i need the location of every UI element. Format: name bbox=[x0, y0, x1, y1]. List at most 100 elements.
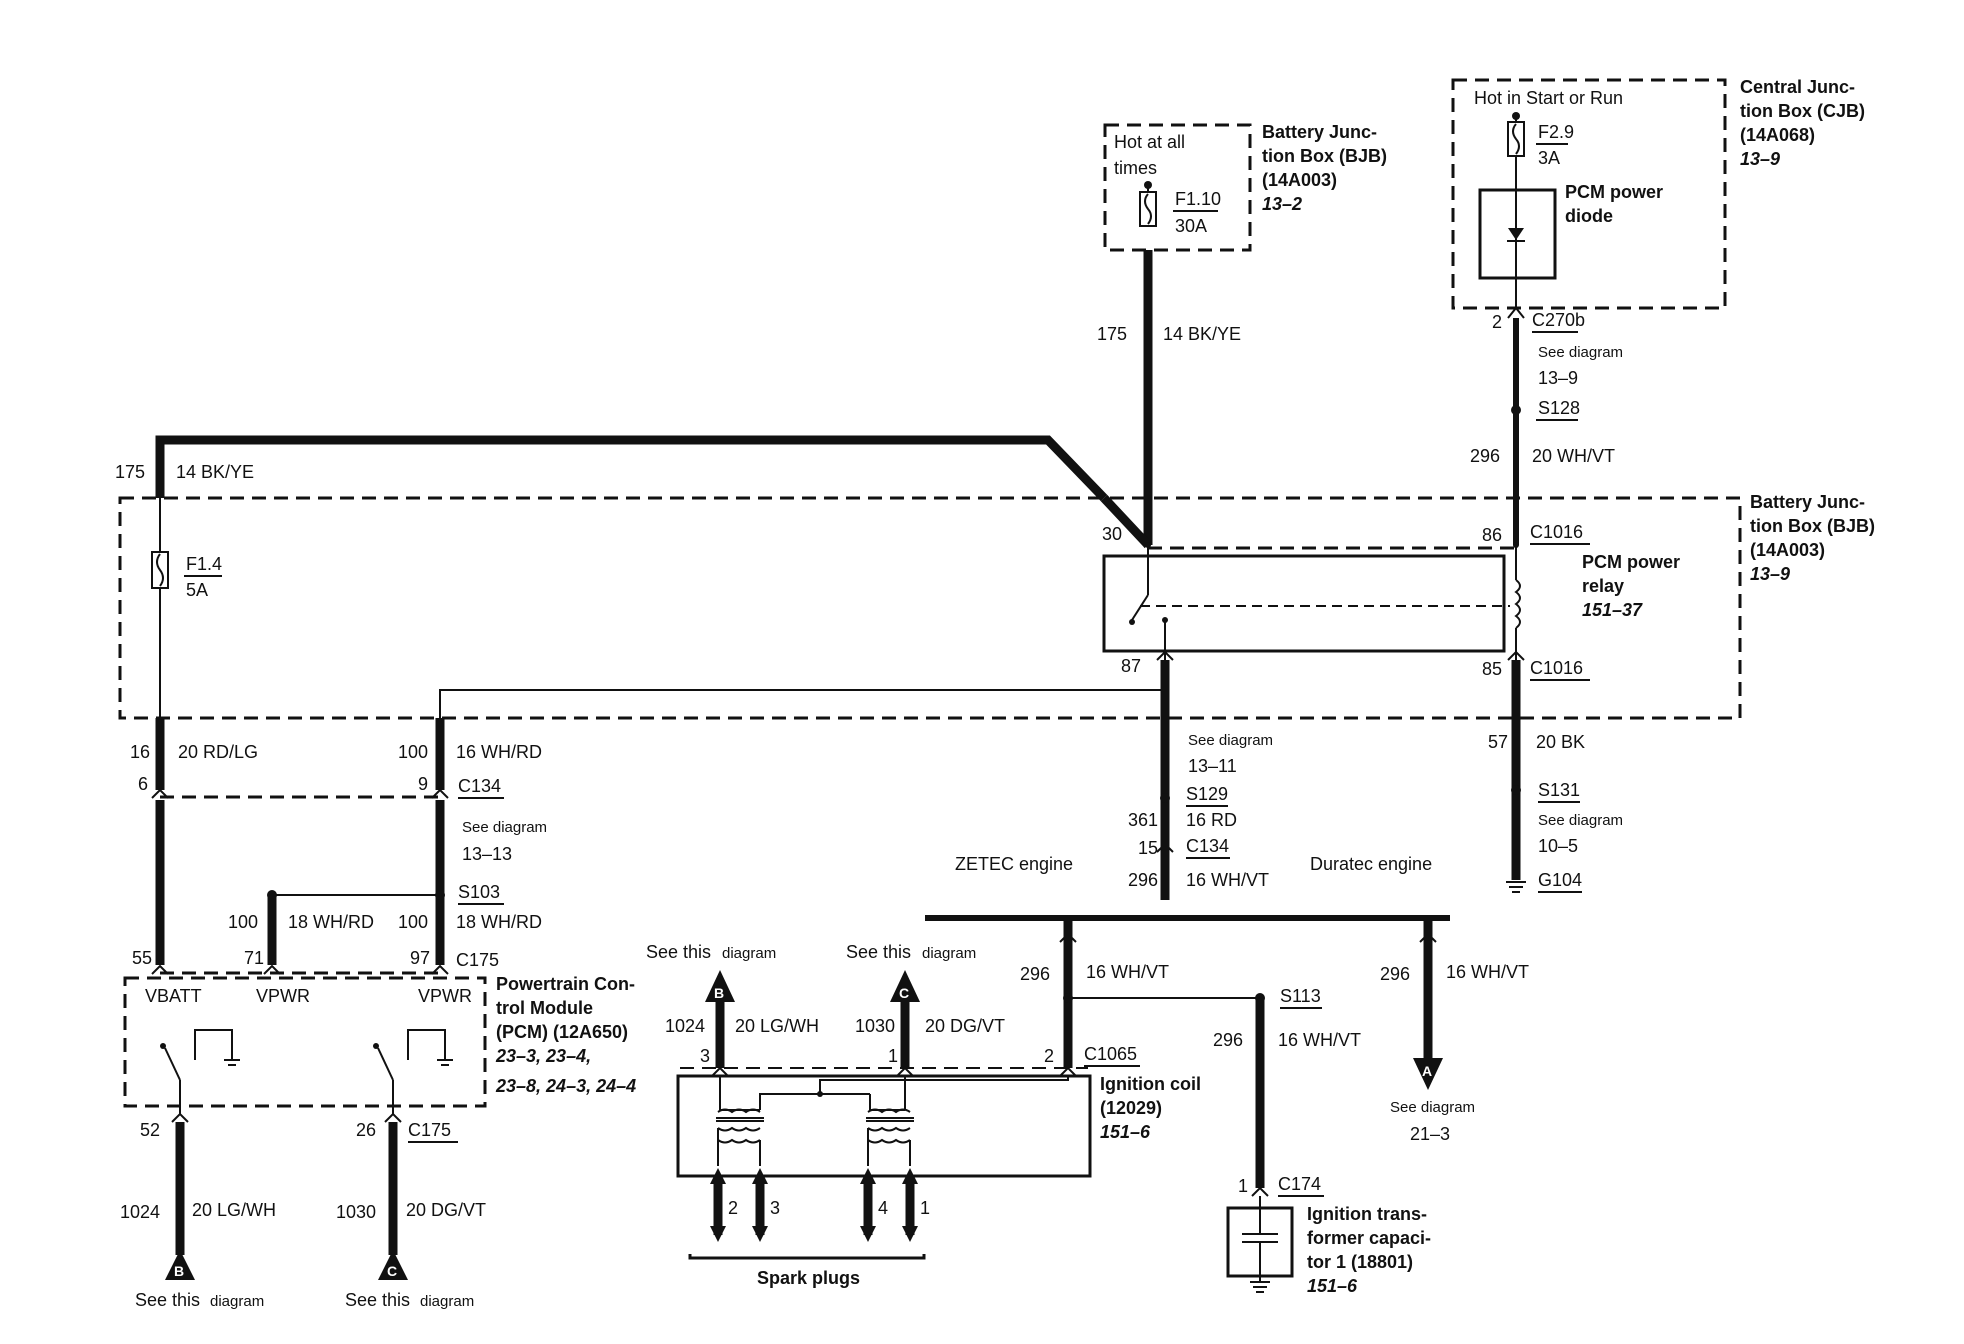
c174-pin: 1 bbox=[1238, 1176, 1248, 1196]
pcm-power-diode-body bbox=[1478, 188, 1557, 280]
wire-100b-gauge: 18 WH/RD bbox=[288, 912, 374, 932]
wire-296-duratec-circuit: 296 bbox=[1380, 964, 1410, 984]
connector-b-top-see: See this bbox=[646, 942, 711, 962]
s113-label: S113 bbox=[1280, 986, 1321, 1006]
wire-175-left-circuit: 175 bbox=[115, 462, 145, 482]
bjb-top-title: Battery Junc- bbox=[1262, 122, 1377, 142]
coil-ref: 151–6 bbox=[1100, 1122, 1151, 1142]
relay-title: PCM power bbox=[1582, 552, 1680, 572]
relay-pin-85: 85 bbox=[1482, 659, 1502, 679]
s128-label: S128 bbox=[1538, 398, 1580, 418]
c270b-pin: 2 bbox=[1492, 312, 1502, 332]
cjb-ref: 13–9 bbox=[1740, 149, 1780, 169]
g104-label: G104 bbox=[1538, 870, 1582, 890]
wire-296-cap-gauge: 16 WH/VT bbox=[1278, 1030, 1361, 1050]
pcm-vpwr1-label: VPWR bbox=[256, 986, 310, 1006]
pcm-switch-1-icon bbox=[164, 1047, 181, 1081]
cjb-hot-label: Hot in Start or Run bbox=[1474, 88, 1623, 108]
c175-bot-pin26: 26 bbox=[356, 1120, 376, 1140]
spark-plugs-label: Spark plugs bbox=[757, 1268, 860, 1288]
c134-mid-pin: 15 bbox=[1138, 838, 1158, 858]
pcm-title-2: trol Module bbox=[496, 998, 593, 1018]
pcm-vpwr2-label: VPWR bbox=[418, 986, 472, 1006]
connector-c-bottom-diagram: diagram bbox=[420, 1293, 474, 1310]
relay-ref: 151–37 bbox=[1582, 600, 1643, 620]
relay-switch-icon bbox=[1131, 594, 1149, 621]
bjb-top-title-2: tion Box (BJB) bbox=[1262, 146, 1387, 166]
connector-b-bottom-arrow-icon bbox=[165, 1250, 195, 1280]
fuse-f1-10-name: F1.10 bbox=[1175, 189, 1221, 209]
spark-plug-3-label: 3 bbox=[770, 1198, 780, 1218]
see-13-9-label: See diagram bbox=[1538, 344, 1623, 361]
pcm-vbatt-label: VBATT bbox=[145, 986, 202, 1006]
c175-top-pin55: 55 bbox=[132, 948, 152, 968]
pcm-ref-2: 23–8, 24–3, 24–4 bbox=[495, 1076, 636, 1096]
diode-icon bbox=[1508, 228, 1524, 240]
wire-1024-bot-circuit: 1024 bbox=[120, 1202, 160, 1222]
connector-a-see: See diagram bbox=[1390, 1099, 1475, 1116]
wire-1030-top-gauge: 20 DG/VT bbox=[925, 1016, 1005, 1036]
zetec-engine-label: ZETEC engine bbox=[955, 854, 1073, 874]
see-13-11-num: 13–11 bbox=[1188, 756, 1237, 776]
see-13-13-num: 13–13 bbox=[462, 844, 512, 864]
connector-a-arrow-icon bbox=[1413, 1058, 1443, 1090]
bjb-main-ref: 13–9 bbox=[1750, 564, 1790, 584]
relay-pin-86: 86 bbox=[1482, 525, 1502, 545]
ignition-coil: Ignition coil (12029) 151–6 bbox=[676, 1067, 1201, 1178]
bjb-top-box: Hot at all times F1.10 30A Battery Junc-… bbox=[1103, 122, 1387, 252]
c1065-pin1: 1 bbox=[888, 1046, 898, 1066]
fuse-f1-4-rating: 5A bbox=[186, 580, 208, 600]
wire-175-left-gauge: 14 BK/YE bbox=[176, 462, 254, 482]
bjb-top-ref: 13–2 bbox=[1262, 194, 1302, 214]
wire-175-left bbox=[155, 435, 1108, 502]
bjb-top-hot-label-2: times bbox=[1114, 158, 1157, 178]
wire-175-top-gauge: 14 BK/YE bbox=[1163, 324, 1241, 344]
see-10-5-label: See diagram bbox=[1538, 812, 1623, 829]
bjb-main-box: Battery Junc- tion Box (BJB) (14A003) 13… bbox=[118, 492, 1875, 720]
fuse-f1-10-rating: 30A bbox=[1175, 216, 1207, 236]
c1065-pin3: 3 bbox=[700, 1046, 710, 1066]
spark-plug-1-label: 1 bbox=[920, 1198, 930, 1218]
connector-a-num: 21–3 bbox=[1410, 1124, 1450, 1144]
cjb-title: Central Junc- bbox=[1740, 77, 1855, 97]
see-10-5-num: 10–5 bbox=[1538, 836, 1578, 856]
c1016-bot-label: C1016 bbox=[1530, 658, 1583, 678]
capacitor-ref: 151–6 bbox=[1307, 1276, 1358, 1296]
c175-bot-pin52: 52 bbox=[140, 1120, 160, 1140]
relay-pin-87: 87 bbox=[1121, 656, 1141, 676]
connector-b-top-arrow-icon bbox=[705, 970, 735, 1002]
wire-100b-circuit: 100 bbox=[228, 912, 258, 932]
bjb-main-title-2: tion Box (BJB) bbox=[1750, 516, 1875, 536]
wire-100c-circuit: 100 bbox=[398, 912, 428, 932]
c175-top-pin71: 71 bbox=[244, 948, 264, 968]
pcm-ref: 23–3, 23–4, bbox=[495, 1046, 591, 1066]
connector-b-bottom-letter: B bbox=[174, 1263, 184, 1279]
see-13-9-num: 13–9 bbox=[1538, 368, 1578, 388]
wire-100a-gauge: 16 WH/RD bbox=[456, 742, 542, 762]
see-13-13-label: See diagram bbox=[462, 819, 547, 836]
bjb-main-title: Battery Junc- bbox=[1750, 492, 1865, 512]
relay-coil-icon bbox=[1514, 579, 1521, 629]
c134-left-label: C134 bbox=[458, 776, 501, 796]
wire-1030-top-circuit: 1030 bbox=[855, 1016, 895, 1036]
fuse-f2-9-name: F2.9 bbox=[1538, 122, 1574, 142]
c270b-name: C270b bbox=[1532, 310, 1585, 330]
s129-label: S129 bbox=[1186, 784, 1228, 804]
s103-label: S103 bbox=[458, 882, 500, 902]
wire-361-gauge: 16 RD bbox=[1186, 810, 1237, 830]
wire-1024-top-gauge: 20 LG/WH bbox=[735, 1016, 819, 1036]
spark-plug-2-label: 2 bbox=[728, 1198, 738, 1218]
wire-100a-circuit: 100 bbox=[398, 742, 428, 762]
connector-c-top-arrow-icon bbox=[890, 970, 920, 1002]
wire-296-mid-gauge: 16 WH/VT bbox=[1186, 870, 1269, 890]
capacitor-title: Ignition trans- bbox=[1307, 1204, 1427, 1224]
wire-296-duratec-gauge: 16 WH/VT bbox=[1446, 962, 1529, 982]
pcm-power-relay bbox=[1102, 554, 1506, 653]
fuse-f1-4-name: F1.4 bbox=[186, 554, 222, 574]
wire-1024-bot-gauge: 20 LG/WH bbox=[192, 1200, 276, 1220]
pcm-module: VBATT VPWR VPWR Powertrain Con- trol Mod… bbox=[123, 974, 636, 1115]
c175-bot-label: C175 bbox=[408, 1120, 451, 1140]
connector-c-top-letter: C bbox=[899, 985, 909, 1001]
wire-296-cap-circuit: 296 bbox=[1213, 1030, 1243, 1050]
